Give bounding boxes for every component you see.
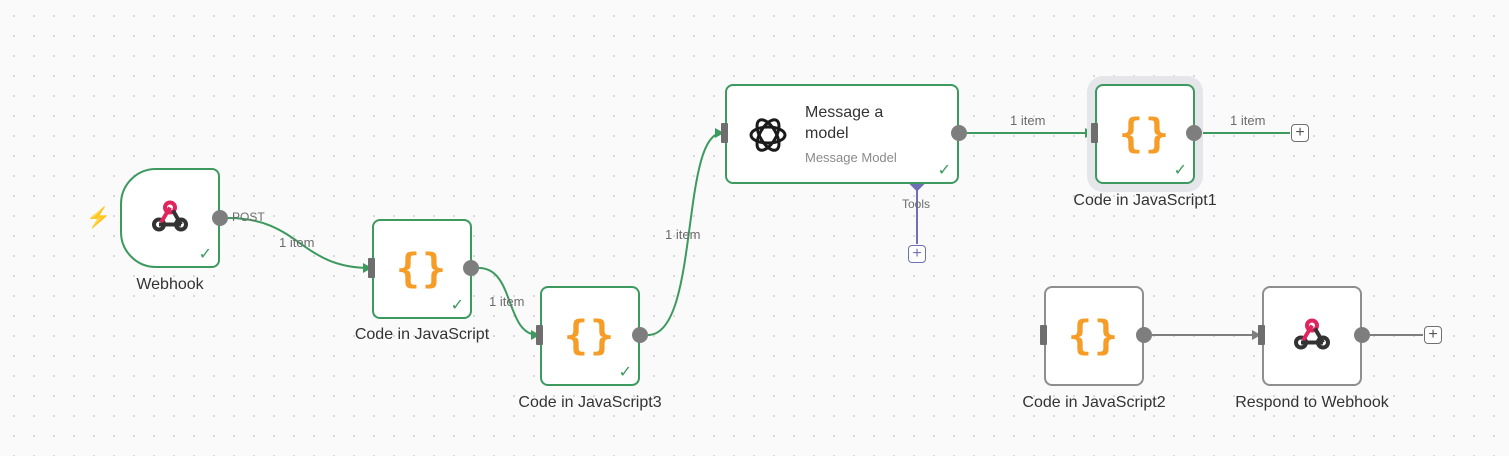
- code-node[interactable]: {} ✓: [372, 219, 472, 319]
- webhook-output-label: POST: [232, 210, 265, 224]
- code1-output-handle[interactable]: [1186, 125, 1202, 141]
- message-model-input-handle[interactable]: [721, 123, 728, 143]
- edge-label-e3: 1 item: [665, 227, 701, 242]
- success-check-icon: ✓: [198, 246, 212, 263]
- code2-label: Code in JavaScript2: [1022, 394, 1166, 411]
- code-input-handle[interactable]: [368, 258, 375, 278]
- edge-label-e4: 1 item: [1010, 113, 1046, 128]
- bolt-icon: ⚡: [86, 207, 111, 229]
- code1-input-handle[interactable]: [1091, 123, 1098, 143]
- code1-node[interactable]: {} ✓: [1095, 84, 1195, 184]
- respond-label: Respond to Webhook: [1235, 394, 1389, 411]
- add-tool-button[interactable]: +: [908, 245, 926, 263]
- edge-label-e1: 1 item: [279, 235, 315, 250]
- success-check-icon: ✓: [937, 162, 951, 179]
- add-node-button[interactable]: +: [1424, 326, 1442, 344]
- add-node-button[interactable]: +: [1291, 124, 1309, 142]
- webhook-icon: [1293, 317, 1331, 356]
- edge-code-to-code3[interactable]: [478, 267, 540, 340]
- code-braces-icon: {}: [395, 246, 449, 292]
- code-braces-icon: {}: [1118, 111, 1172, 157]
- code-braces-icon: {}: [563, 313, 617, 359]
- code3-label: Code in JavaScript3: [518, 394, 662, 411]
- code-output-handle[interactable]: [463, 260, 479, 276]
- code3-output-handle[interactable]: [632, 327, 648, 343]
- code1-label: Code in JavaScript1: [1073, 192, 1217, 209]
- code-braces-icon: {}: [1067, 313, 1121, 359]
- message-model-subtitle: Message Model: [805, 150, 897, 165]
- message-model-node[interactable]: Message a model Message Model ✓: [725, 84, 959, 184]
- openai-icon: [747, 114, 789, 161]
- code-label: Code in JavaScript: [354, 326, 490, 343]
- message-model-output-handle[interactable]: [951, 125, 967, 141]
- webhook-label: Webhook: [136, 276, 204, 293]
- webhook-output-handle[interactable]: [212, 210, 228, 226]
- edge-label-e5: 1 item: [1230, 113, 1266, 128]
- respond-input-handle[interactable]: [1258, 325, 1265, 345]
- edge-webhook-to-code[interactable]: [227, 217, 372, 273]
- code3-input-handle[interactable]: [536, 325, 543, 345]
- edge-code3-to-message[interactable]: [647, 128, 724, 336]
- success-check-icon: ✓: [450, 297, 464, 314]
- code2-node[interactable]: {}: [1044, 286, 1144, 386]
- tools-port-label: Tools: [902, 197, 931, 211]
- webhook-icon: [151, 199, 189, 238]
- respond-output-handle[interactable]: [1354, 327, 1370, 343]
- code2-input-handle[interactable]: [1040, 325, 1047, 345]
- message-model-title: Message a model: [805, 104, 884, 142]
- code2-output-handle[interactable]: [1136, 327, 1152, 343]
- success-check-icon: ✓: [1173, 162, 1187, 179]
- respond-node[interactable]: [1262, 286, 1362, 386]
- code3-node[interactable]: {} ✓: [540, 286, 640, 386]
- success-check-icon: ✓: [618, 364, 632, 381]
- edge-label-e2: 1 item: [489, 294, 525, 309]
- webhook-node[interactable]: ✓: [120, 168, 220, 268]
